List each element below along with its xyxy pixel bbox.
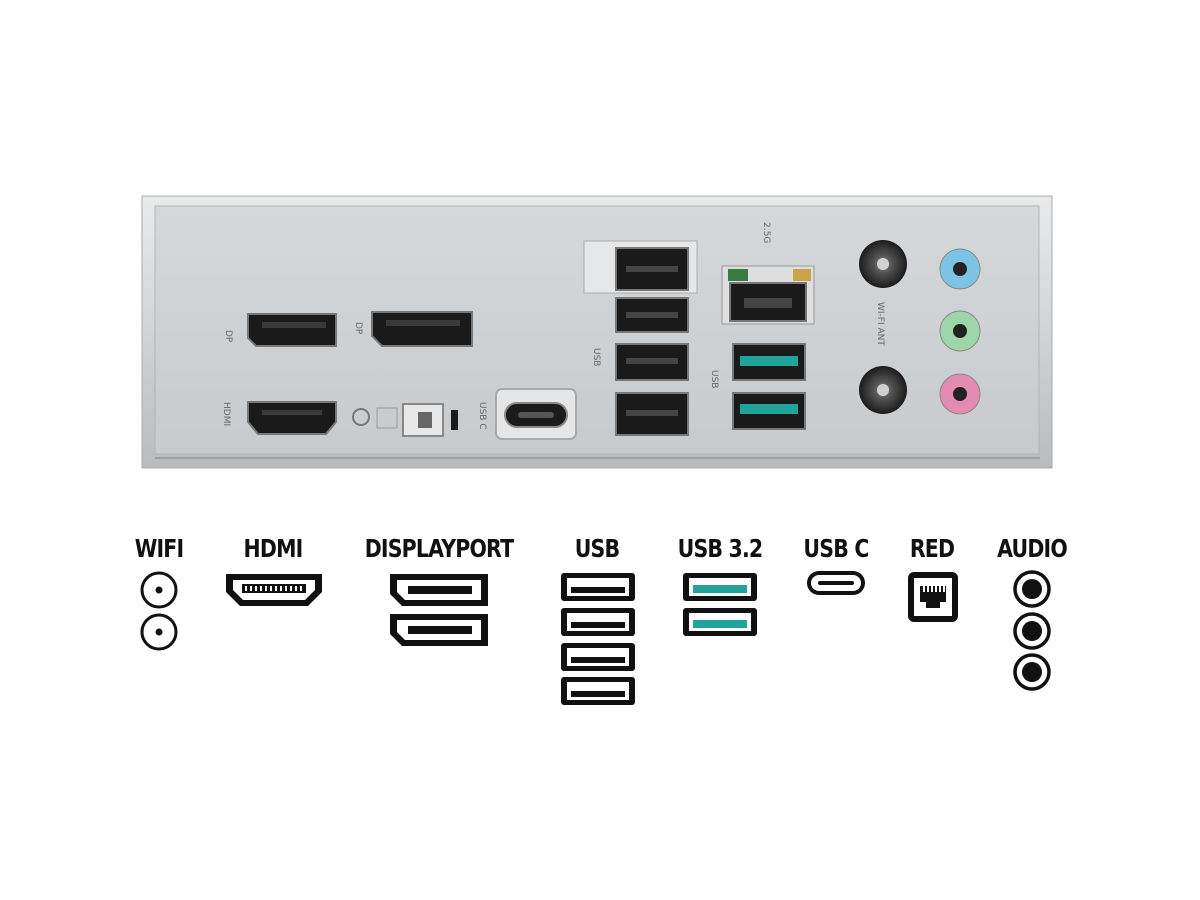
audio-jack-icon — [1013, 570, 1051, 691]
audio-jacks — [939, 248, 981, 415]
bios-flashback-button — [352, 403, 458, 437]
displayport-port-2 — [371, 311, 473, 347]
lan-label: 2.5G — [761, 222, 771, 243]
io-shield-panel: DP DP HDMI USB C — [141, 195, 1053, 469]
usb32-insert-2 — [740, 404, 798, 414]
usb-a-icon — [561, 573, 635, 705]
io-shield-graphic: DP DP HDMI USB C — [141, 195, 1053, 469]
legend-label-red: RED — [909, 534, 955, 563]
hdmi-port — [247, 401, 337, 435]
usb32-ports — [732, 343, 806, 430]
hdmi-icon — [226, 574, 322, 606]
displayport-icon — [390, 574, 488, 646]
legend-label-usbc: USB C — [803, 534, 869, 563]
dp2-label: DP — [353, 322, 363, 335]
legend-label-wifi: WIFI — [134, 534, 184, 563]
wifi-antenna-icon — [140, 571, 178, 651]
usb-c-icon — [807, 571, 865, 595]
legend-label-audio: AUDIO — [997, 534, 1068, 563]
hdmi-port-label: HDMI — [221, 402, 231, 426]
legend-label-hdmi: HDMI — [243, 534, 304, 563]
legend-label-usb: USB — [574, 534, 620, 563]
displayport-port-1 — [247, 313, 337, 347]
usb-c-port-label: USB C — [477, 402, 487, 430]
ethernet-icon — [908, 572, 958, 622]
legend-label-usb32: USB 3.2 — [677, 534, 764, 563]
usb32-icon — [683, 573, 757, 636]
usb-blue-group-label: USB — [709, 370, 719, 388]
usb32-insert-1 — [740, 356, 798, 366]
wifi-label: WI-FI ANT — [875, 302, 885, 346]
usb-black-group-label: USB — [591, 348, 601, 366]
legend-label-displayport: DISPLAYPORT — [364, 534, 514, 563]
wifi-antenna-connectors — [859, 240, 907, 414]
usb-a-ports-black — [583, 240, 698, 436]
dp1-label: DP — [223, 330, 233, 343]
usb-c-port — [495, 388, 577, 440]
ethernet-port — [721, 265, 815, 325]
